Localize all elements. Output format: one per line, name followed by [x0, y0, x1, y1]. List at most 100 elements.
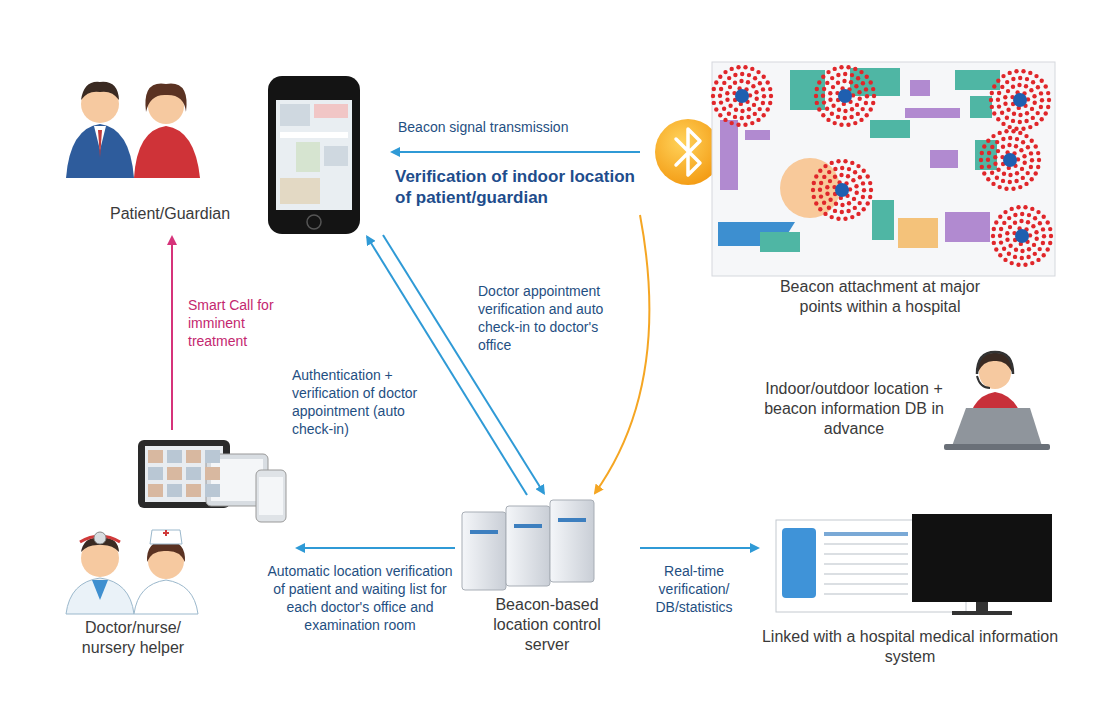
beacon-signal-dot [998, 131, 1002, 135]
beacon-signal-dot [986, 139, 990, 143]
beacon-signal-dot [1004, 187, 1008, 191]
smartphone [268, 76, 360, 234]
beacon-signal-dot [811, 188, 815, 192]
beacon-signal-dot [850, 215, 854, 219]
beacon-signal-dot [1029, 151, 1033, 155]
beacon-signal-dot [996, 117, 1000, 121]
beacon-signal-dot [843, 159, 847, 163]
beacon-signal-dot [828, 98, 832, 102]
beacon-signal-dot [1013, 255, 1017, 259]
beacon-signal-dot [1001, 179, 1005, 183]
beacon-signal-dot [842, 79, 846, 83]
beacon-signal-dot [997, 104, 1001, 108]
beacon-signal-dot [1025, 77, 1029, 81]
beacon-signal-dot [1000, 111, 1004, 115]
beacon-signal-dot [1030, 207, 1034, 211]
beacon-signal-dot [1011, 85, 1015, 89]
beacon-signal-dot [991, 182, 995, 186]
beacon-signal-dot [1048, 241, 1052, 245]
beacon-signal-dot [997, 91, 1001, 95]
beacon-signal-dot [852, 197, 856, 201]
beacon-signal-dot [869, 188, 873, 192]
flow-arrow [367, 237, 527, 495]
beacon-signal-dot [1024, 182, 1028, 186]
beacon-signal-dot [761, 87, 765, 91]
beacon-signal-dot [868, 181, 872, 185]
beacon-signal-dot [830, 161, 834, 165]
beacon-signal-dot [992, 84, 996, 88]
beacon-signal-dot [861, 181, 865, 185]
beacon-signal-dot [1026, 220, 1030, 224]
screen-thumbnail [167, 450, 182, 463]
beacon-signal-dot [980, 165, 984, 169]
beacon-signal-dot [1031, 80, 1035, 84]
beacon-signal-dot [865, 113, 869, 117]
node-caption: Indoor/outdoor location + beacon informa… [756, 379, 952, 439]
beacon-signal-dot [858, 97, 862, 101]
beacon-signal-dot [1008, 173, 1012, 177]
beacon-signal-dot [718, 94, 722, 98]
beacon-signal-dot [1025, 111, 1029, 115]
beacon-signal-dot [850, 73, 854, 77]
beacon-point [1015, 229, 1029, 243]
beacon-signal-dot [1033, 216, 1037, 220]
beacon-signal-dot [1006, 89, 1010, 93]
beacon-signal-dot [859, 70, 863, 74]
beacon-signal-dot [743, 65, 747, 69]
beacon-signal-dot [1007, 143, 1011, 147]
beacon-signal-dot [1034, 74, 1038, 78]
beacon-signal-dot [736, 123, 740, 127]
beacon-signal-dot [1012, 112, 1016, 116]
tablet-devices [138, 440, 286, 522]
beacon-signal-dot [849, 115, 853, 119]
beacon-signal-dot [864, 87, 868, 91]
beacon-signal-dot [1039, 91, 1043, 95]
beacon-signal-dot [817, 107, 821, 111]
beacon-signal-dot [1019, 219, 1023, 223]
beacon-signal-dot [830, 215, 834, 219]
beacon-signal-dot [730, 121, 734, 125]
beacon-signal-dot [819, 194, 823, 198]
beacon-signal-dot [747, 73, 751, 77]
beacon-signal-dot [999, 240, 1003, 244]
beacon-signal-dot [825, 185, 829, 189]
table-row [824, 532, 908, 536]
beacon-signal-dot [739, 79, 743, 83]
beacon-signal-dot [853, 170, 857, 174]
beacon-signal-dot [1036, 151, 1040, 155]
beacon-signal-dot [1049, 234, 1053, 238]
beacon-signal-dot [846, 174, 850, 178]
screen-thumbnail [186, 450, 201, 463]
beacon-signal-dot [840, 166, 844, 170]
beacon-signal-dot [1014, 69, 1018, 73]
beacon-signal-dot [987, 151, 991, 155]
beacon-signal-dot [823, 164, 827, 168]
beacon-signal-dot [1034, 144, 1038, 148]
beacon-signal-dot [995, 140, 999, 144]
beacon-signal-dot [714, 80, 718, 84]
beacon-signal-dot [998, 185, 1002, 189]
beacon-signal-dot [740, 109, 744, 113]
beacon-signal-dot [1047, 98, 1051, 102]
beacon-signal-dot [753, 112, 757, 116]
beacon-signal-dot [858, 201, 862, 205]
beacon-signal-dot [1046, 220, 1050, 224]
beacon-signal-dot [995, 176, 999, 180]
beacon-signal-dot [1026, 145, 1030, 149]
beacon-signal-dot [725, 98, 729, 102]
beacon-signal-dot [994, 220, 998, 224]
beacon-signal-dot [862, 169, 866, 173]
beacon-signal-dot [1011, 119, 1015, 123]
beacon-signal-dot [719, 87, 723, 91]
beacon-signal-dot [1031, 224, 1035, 228]
patient-node: Patient/Guardian [60, 70, 390, 235]
beacon-signal-dot [830, 112, 834, 116]
table-row [824, 573, 908, 575]
beacon-signal-dot [989, 98, 993, 102]
beacon-signal-dot [1044, 111, 1048, 115]
beacon-signal-dot [1036, 85, 1040, 89]
doctor-nurse-icons [66, 530, 198, 614]
beacon-signal-dot [818, 207, 822, 211]
staff-node: Doctor/nurse/ nursery helper [55, 430, 295, 662]
node-caption: Beacon-based location control server [477, 595, 617, 655]
